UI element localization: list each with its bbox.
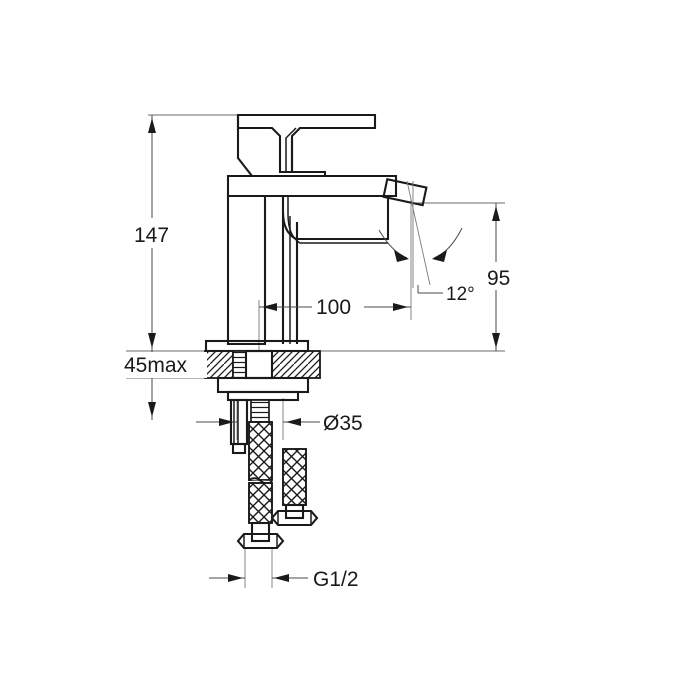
- dimension-95-label: 95: [487, 267, 510, 290]
- spout: [281, 196, 390, 344]
- deck-countertop: [204, 339, 321, 402]
- dimension-100: 100: [259, 294, 411, 320]
- dimension-g12: G1/2: [209, 568, 359, 591]
- dimension-95: 95: [484, 203, 522, 351]
- dimension-12deg: 12°: [378, 180, 486, 305]
- dimension-diameter-35: Ø35: [196, 412, 363, 435]
- dimension-100-label: 100: [316, 296, 351, 319]
- flex-hose-long: [236, 421, 285, 550]
- dimension-147: 147: [128, 115, 178, 351]
- dimension-diameter-35-label: Ø35: [323, 412, 363, 435]
- dimension-45max-label: 45max: [124, 354, 188, 377]
- faucet-body: [226, 113, 428, 346]
- dimension-g12-label: G1/2: [313, 568, 359, 591]
- dimension-45max: 45max: [122, 351, 207, 420]
- dimension-147-label: 147: [134, 224, 169, 247]
- flex-hose-short: [270, 448, 319, 527]
- dimension-12deg-label: 12°: [446, 284, 475, 305]
- aerator: [382, 178, 428, 207]
- extension-lines: [126, 114, 505, 588]
